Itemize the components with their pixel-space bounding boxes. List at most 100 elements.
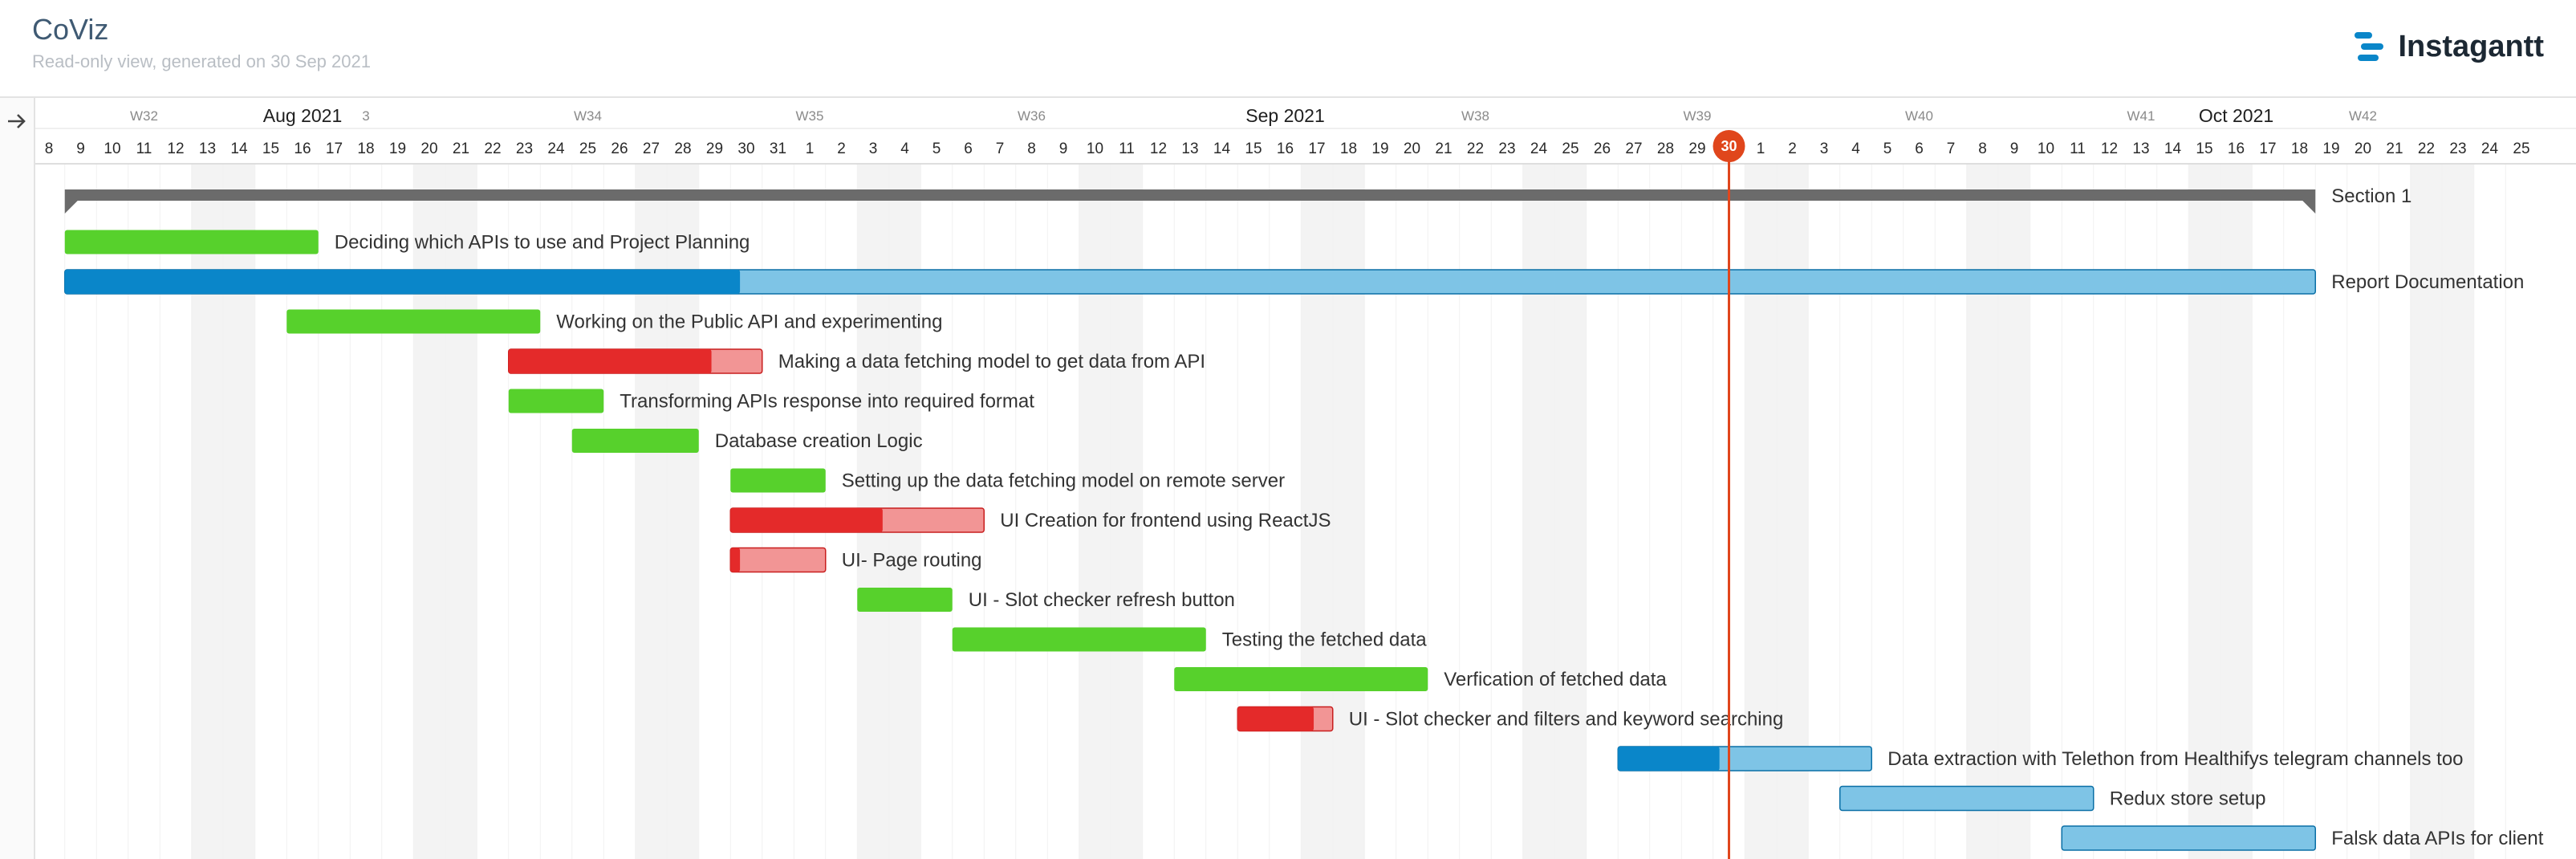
day-label: 9	[2010, 140, 2019, 157]
task-label: Report Documentation	[2331, 271, 2524, 293]
weekend-column	[1522, 164, 1555, 859]
task-label: UI Creation for frontend using ReactJS	[1000, 510, 1331, 531]
task-bar[interactable]: Making a data fetching model to get data…	[508, 348, 1205, 374]
day-label: 16	[294, 140, 311, 157]
task-bar[interactable]: Redux store setup	[1839, 785, 2266, 812]
task-bar[interactable]: UI - Slot checker refresh button	[857, 588, 1235, 612]
day-label: 31	[770, 140, 786, 157]
weekend-column	[413, 164, 445, 859]
day-label: 25	[579, 140, 596, 157]
section-summary-bar[interactable]	[64, 189, 2316, 201]
day-label: 13	[199, 140, 216, 157]
day-label: 28	[1657, 140, 1674, 157]
weekend-column	[2410, 164, 2443, 859]
task-bar-fill[interactable]	[571, 429, 699, 453]
today-badge	[1713, 130, 1745, 162]
day-label: 20	[1404, 140, 1420, 157]
month-label: Sep 2021	[1245, 105, 1324, 126]
day-label: 18	[2291, 140, 2308, 157]
task-bar-remaining[interactable]	[2061, 825, 2316, 851]
task-bar-progress[interactable]	[1618, 747, 1720, 771]
day-label: 18	[1340, 140, 1357, 157]
day-label: 16	[2228, 140, 2245, 157]
day-label: 9	[1059, 140, 1068, 157]
weekend-column	[2442, 164, 2474, 859]
day-label: 12	[2101, 140, 2118, 157]
month-label: Aug 2021	[263, 105, 342, 126]
task-bar[interactable]: Falsk data APIs for client	[2061, 825, 2544, 851]
task-bar-fill[interactable]	[730, 468, 826, 493]
day-label: 21	[453, 140, 469, 157]
task-bar-progress[interactable]	[508, 349, 712, 373]
task-bar-remaining[interactable]	[1839, 785, 2095, 812]
task-bar-fill[interactable]	[952, 627, 1206, 652]
task-bar-progress[interactable]	[1237, 706, 1314, 731]
week-label: W35	[796, 108, 824, 124]
day-label: 24	[547, 140, 565, 157]
task-label: Testing the fetched data	[1222, 629, 1428, 651]
day-label: 20	[2355, 140, 2371, 157]
task-label: Verfication of fetched data	[1444, 669, 1667, 690]
week-label: W39	[1684, 108, 1712, 124]
task-bar[interactable]: Database creation Logic	[571, 429, 923, 453]
task-bar[interactable]: Working on the Public API and experiment…	[286, 309, 942, 334]
day-label: 22	[484, 140, 501, 157]
task-bar-fill[interactable]	[1174, 667, 1428, 691]
task-label: Working on the Public API and experiment…	[556, 311, 942, 333]
day-label: 6	[1915, 140, 1924, 157]
day-label: 2	[837, 140, 846, 157]
day-label: 4	[1851, 140, 1860, 157]
day-label: 19	[2322, 140, 2339, 157]
task-bar[interactable]: Deciding which APIs to use and Project P…	[64, 230, 750, 254]
task-bar-fill[interactable]	[508, 389, 604, 413]
weekend-column	[223, 164, 255, 859]
task-bar-fill[interactable]	[286, 309, 541, 334]
day-label: 10	[2038, 140, 2054, 157]
day-label: 29	[706, 140, 723, 157]
task-bar-fill[interactable]	[64, 230, 319, 254]
day-label: 16	[1277, 140, 1294, 157]
month-label: Oct 2021	[2199, 105, 2273, 126]
task-bar-progress[interactable]	[64, 270, 741, 294]
brand[interactable]: Instagantt	[2353, 26, 2544, 67]
header: CoViz Read-only view, generated on 30 Se…	[0, 0, 2576, 98]
instagantt-logo-icon	[2355, 32, 2384, 61]
day-label: 10	[104, 140, 120, 157]
task-bar[interactable]: Transforming APIs response into required…	[508, 389, 1035, 413]
task-label: Data extraction with Telethon from Healt…	[1887, 748, 2463, 770]
weekend-column	[445, 164, 477, 859]
day-label: 3	[869, 140, 878, 157]
brand-name: Instagantt	[2398, 29, 2544, 63]
day-label: 17	[1308, 140, 1325, 157]
task-bar[interactable]: Testing the fetched data	[952, 627, 1428, 652]
task-bar[interactable]: Report Documentation	[64, 269, 2525, 295]
day-label: 19	[1371, 140, 1388, 157]
day-label: 26	[611, 140, 628, 157]
task-bar-remaining[interactable]	[729, 547, 827, 573]
day-label: 7	[996, 140, 1005, 157]
week-label: W38	[1461, 108, 1489, 124]
task-bar[interactable]: Data extraction with Telethon from Healt…	[1617, 746, 2464, 771]
task-bar-progress[interactable]	[730, 548, 741, 572]
day-label: 5	[1883, 140, 1892, 157]
task-bar[interactable]: UI Creation for frontend using ReactJS	[729, 507, 1331, 533]
day-label: 8	[1978, 140, 1987, 157]
section-bracket-right	[2302, 201, 2316, 214]
task-bar[interactable]: Verfication of fetched data	[1174, 667, 1667, 691]
task-bar[interactable]: UI - Slot checker and filters and keywor…	[1237, 706, 1783, 732]
arrow-right-icon[interactable]	[5, 109, 29, 133]
day-label: 24	[1530, 140, 1548, 157]
task-bar-progress[interactable]	[730, 508, 883, 532]
task-bar[interactable]: Setting up the data fetching model on re…	[730, 468, 1285, 493]
week-label: W32	[130, 108, 158, 124]
day-label: 8	[45, 140, 54, 157]
day-label: 12	[167, 140, 184, 157]
today-label: 30	[1721, 138, 1737, 154]
day-label: 21	[2386, 140, 2403, 157]
weekend-column	[667, 164, 699, 859]
task-bar-fill[interactable]	[857, 588, 953, 612]
week-label: W40	[1905, 108, 1933, 124]
day-label: 3	[1820, 140, 1829, 157]
task-bar[interactable]: UI- Page routing	[729, 547, 982, 573]
header-background	[35, 98, 2576, 164]
